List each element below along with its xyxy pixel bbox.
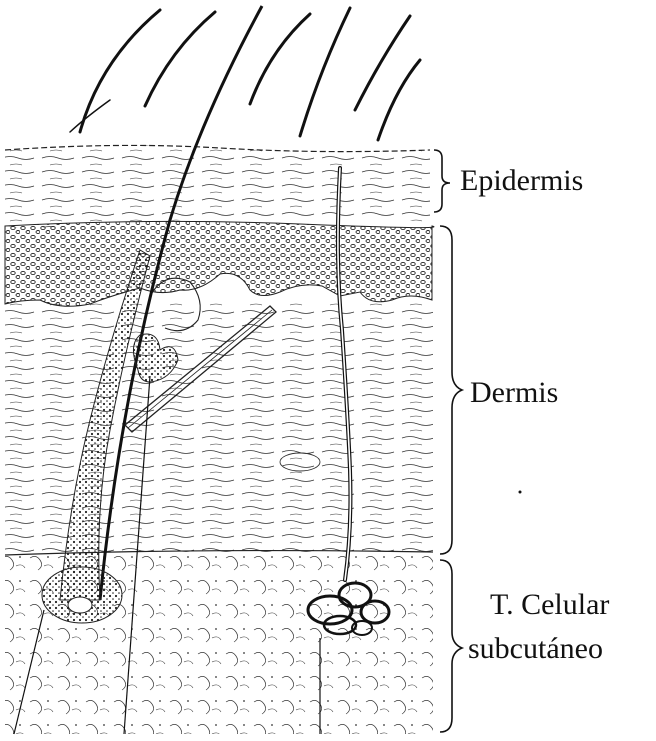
stray-dot [519,491,522,494]
epidermis-label: Epidermis [460,166,583,196]
subcutaneous-label-line1: T. Celular [490,590,609,620]
epidermis-layer [5,145,430,227]
dermis-layer [5,278,433,555]
dermis-label: Dermis [470,378,558,408]
layer-braces [434,150,462,732]
epidermis-brace [434,150,450,212]
surface-hairs [70,8,420,140]
subcutaneous-brace [440,560,462,732]
dermis-brace [440,226,462,554]
subcutaneous-label-line2: subcutáneo [468,634,603,664]
cellular-band [5,221,434,306]
